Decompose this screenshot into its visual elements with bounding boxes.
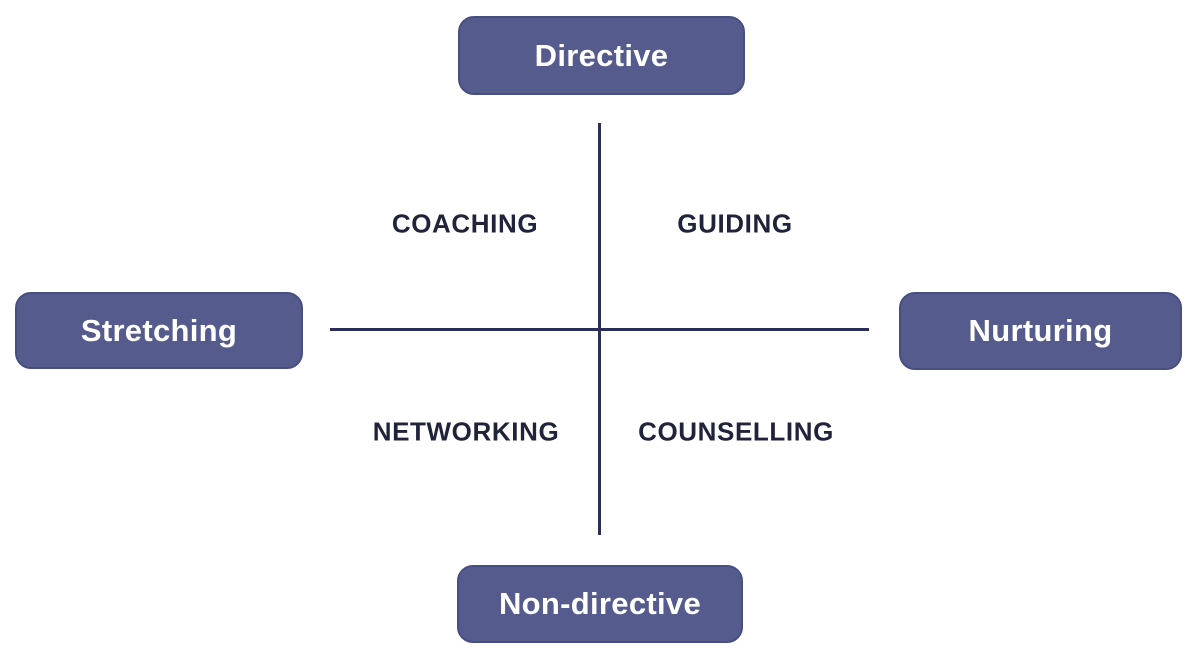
quadrant-label-networking: NETWORKING [372, 416, 560, 447]
quadrant-label-coaching: COACHING [391, 208, 539, 239]
axis-label-nurturing: Nurturing [899, 292, 1182, 370]
axis-label-stretching: Stretching [15, 292, 303, 369]
quadrant-label-guiding: GUIDING [677, 208, 793, 239]
horizontal-axis-line [330, 328, 869, 331]
quadrant-label-counselling: COUNSELLING [638, 416, 834, 447]
axis-label-non-directive: Non-directive [457, 565, 743, 643]
axis-label-directive: Directive [458, 16, 745, 95]
